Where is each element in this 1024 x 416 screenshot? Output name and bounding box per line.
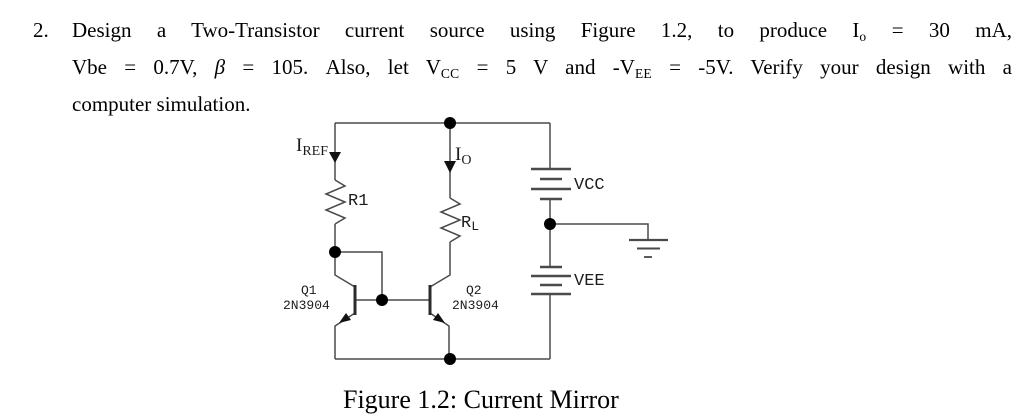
label-vee: VEE	[574, 272, 605, 291]
text-segment: = 30 mA,	[866, 18, 1012, 42]
problem-line-1: Design a Two-Transistor current source u…	[72, 15, 1012, 52]
battery-vcc	[531, 167, 571, 201]
collector-base-tie-wire	[335, 251, 383, 300]
label-io-sub: O	[461, 153, 472, 168]
text-segment: Vbe = 0.7V,	[72, 55, 215, 79]
junction-dots	[329, 117, 556, 365]
label-io-main: I	[455, 144, 462, 165]
text-segment: = 5 V and -V	[459, 55, 635, 79]
ground-symbol	[629, 238, 668, 258]
label-q2-part: 2N3904	[452, 298, 499, 313]
battery-vee	[531, 265, 571, 296]
label-rl-main: R	[461, 214, 472, 233]
text-segment: Design a Two-Transistor current source u…	[72, 18, 860, 42]
label-iref-main: I	[296, 135, 303, 156]
label-iref: IREF	[296, 136, 328, 159]
circuit-wires	[324, 122, 649, 360]
junction-dot	[376, 294, 388, 306]
label-r1: R1	[348, 192, 369, 211]
text-segment: = -5V. Verify your design with a	[651, 55, 1012, 79]
junction-dot	[444, 117, 456, 129]
label-rl: RL	[461, 215, 479, 233]
problem-number: 2.	[33, 18, 49, 42]
figure-caption: Figure 1.2: Current Mirror	[343, 385, 619, 414]
q2-collector-wire	[429, 242, 451, 288]
text-segment: = 105. Also, let V	[225, 55, 441, 79]
resistor-rl	[439, 197, 462, 243]
text-segment-subscript: CC	[440, 66, 460, 81]
junction-dot	[329, 246, 341, 258]
resistor-r1	[324, 179, 347, 225]
text-segment-subscript: EE	[634, 66, 652, 81]
label-io: IO	[455, 145, 471, 168]
label-iref-sub: REF	[302, 144, 329, 159]
junction-dot	[544, 218, 556, 230]
q2-emitter-arrow-icon	[433, 313, 445, 323]
iref-current-arrow-icon	[329, 152, 341, 163]
problem-text: Design a Two-Transistor current source u…	[72, 15, 1012, 119]
label-q2-name: Q2	[466, 283, 482, 298]
label-vcc: VCC	[574, 176, 605, 195]
q1-collector-wire	[334, 252, 356, 288]
label-rl-sub: L	[471, 219, 480, 234]
io-current-arrow-icon	[444, 161, 456, 173]
problem-line-2: Vbe = 0.7V, β = 105. Also, let VCC = 5 V…	[72, 52, 1012, 89]
junction-dot	[444, 353, 456, 365]
problem-line-3: computer simulation.	[72, 89, 1012, 119]
text-segment-subscript: o	[859, 29, 867, 44]
q1-emitter-arrow-icon	[339, 313, 351, 323]
label-q1-part: 2N3904	[283, 298, 330, 313]
text-segment: computer simulation.	[72, 92, 251, 116]
ground-wire	[550, 223, 649, 240]
beta-symbol: β	[214, 55, 226, 79]
label-q1-name: Q1	[301, 283, 317, 298]
